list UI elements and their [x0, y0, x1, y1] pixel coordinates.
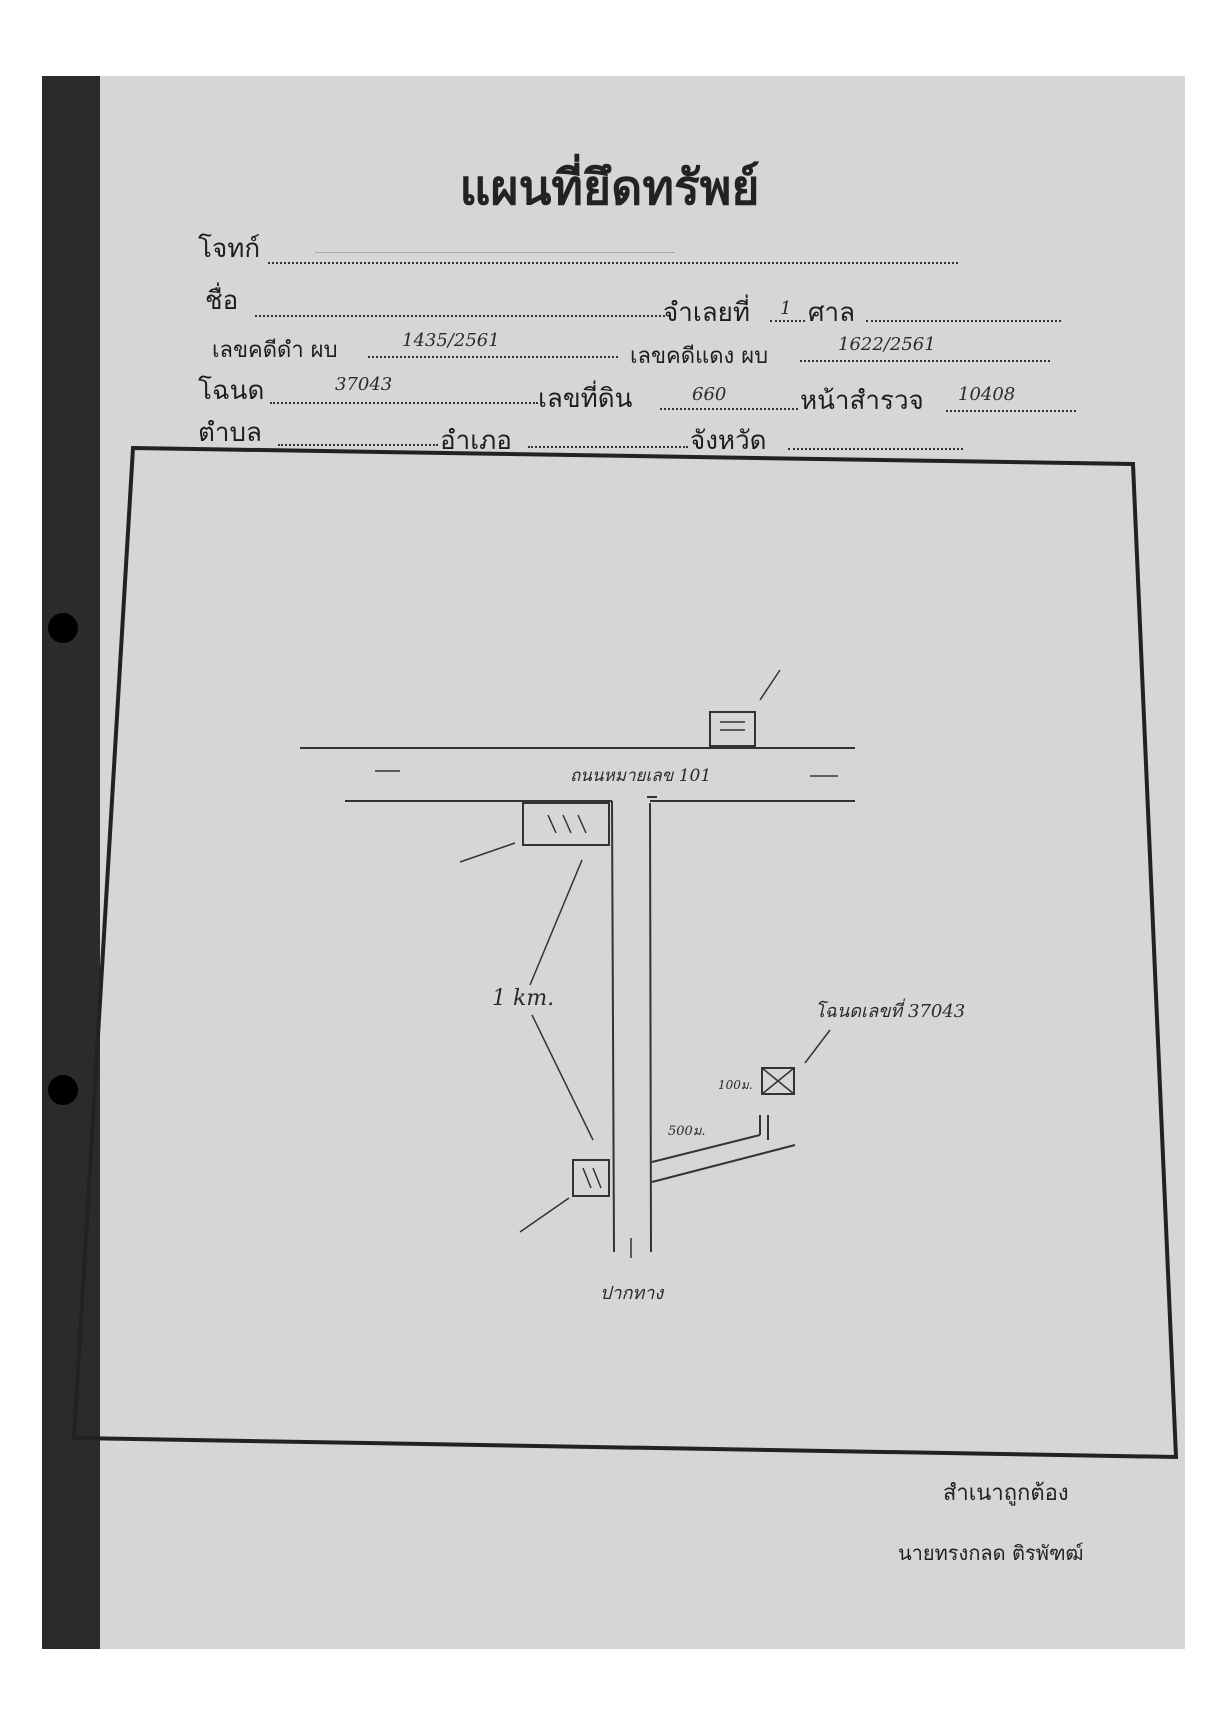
subdistrict-dotted-line [278, 444, 438, 446]
defendant-no-label: จำเลยที่ [663, 298, 751, 328]
black-case-value: 1435/2561 [402, 330, 500, 351]
land-no-label: เลขที่ดิน [538, 384, 633, 414]
black-case-dotted-line [368, 356, 618, 358]
certified-text: สำเนาถูกต้อง [943, 1481, 1069, 1506]
land-no-value: 660 [692, 384, 727, 405]
destination-bottom-label: ปากทาง [600, 1283, 664, 1304]
gas-station-arrow [759, 669, 781, 701]
paper-sheet [100, 76, 1185, 1649]
side-road-left [611, 800, 615, 1253]
deed-marker-label: โฉนดเลขที่ 37043 [815, 1001, 966, 1022]
red-case-label: เลขคดีแดง ผบ [630, 344, 769, 369]
defendant-no-value: 1 [780, 298, 792, 319]
deed-value: 37043 [335, 374, 393, 395]
km-label: 1 km. [492, 986, 555, 1011]
school-box [572, 1159, 610, 1197]
punch-hole-top [48, 613, 78, 643]
name-label: ชื่อ [205, 286, 239, 316]
dist-500-label: 500ม. [668, 1124, 706, 1139]
store-box [522, 802, 610, 846]
school-arrow [519, 1197, 570, 1233]
land-no-dotted-line [660, 408, 798, 410]
side-road-right [649, 802, 652, 1253]
branch-road-top [651, 1134, 761, 1163]
survey-page-label: หน้าสำรวจ [800, 386, 924, 416]
km-arrow-up [529, 859, 583, 986]
branch-road-bottom [651, 1144, 796, 1183]
black-case-label: เลขคดีดำ ผบ [212, 338, 338, 363]
plaintiff-dotted-line [268, 262, 958, 264]
court-label: ศาล [808, 298, 856, 328]
page-title: แผนที่ยึดทรัพย์ [459, 160, 760, 216]
province-dotted-line [788, 448, 963, 450]
district-dotted-line [528, 446, 688, 448]
deed-plot-arrow [804, 1029, 831, 1064]
subdistrict-label: ตำบล [198, 418, 262, 448]
court-dotted-line [866, 320, 1061, 322]
gas-station-box [709, 711, 756, 747]
deed-label: โฉนด [198, 376, 265, 406]
map-border [71, 445, 1179, 1460]
km-arrow-down [531, 1014, 594, 1141]
defendant-no-dotted-line [770, 320, 805, 322]
punch-hole-bottom [48, 1075, 78, 1105]
province-label: จังหวัด [690, 426, 767, 456]
plaintiff-handwriting [315, 238, 675, 253]
road-label: ถนนหมายเลข 101 [570, 766, 712, 786]
dist-100-label: 100ม. [718, 1078, 753, 1092]
red-case-dotted-line [800, 360, 1050, 362]
store-arrow [459, 842, 516, 863]
name-dotted-line [255, 315, 665, 317]
district-label: อำเภอ [440, 426, 512, 456]
signatory-name: นายทรงกลด ติรพัฑฒ์ [898, 1541, 1084, 1565]
deed-plot-box [761, 1067, 795, 1095]
deed-dotted-line [270, 402, 538, 404]
red-case-value: 1622/2561 [838, 334, 936, 355]
survey-page-dotted-line [946, 410, 1076, 412]
survey-page-value: 10408 [958, 384, 1016, 405]
plaintiff-label: โจทก์ [198, 234, 261, 264]
